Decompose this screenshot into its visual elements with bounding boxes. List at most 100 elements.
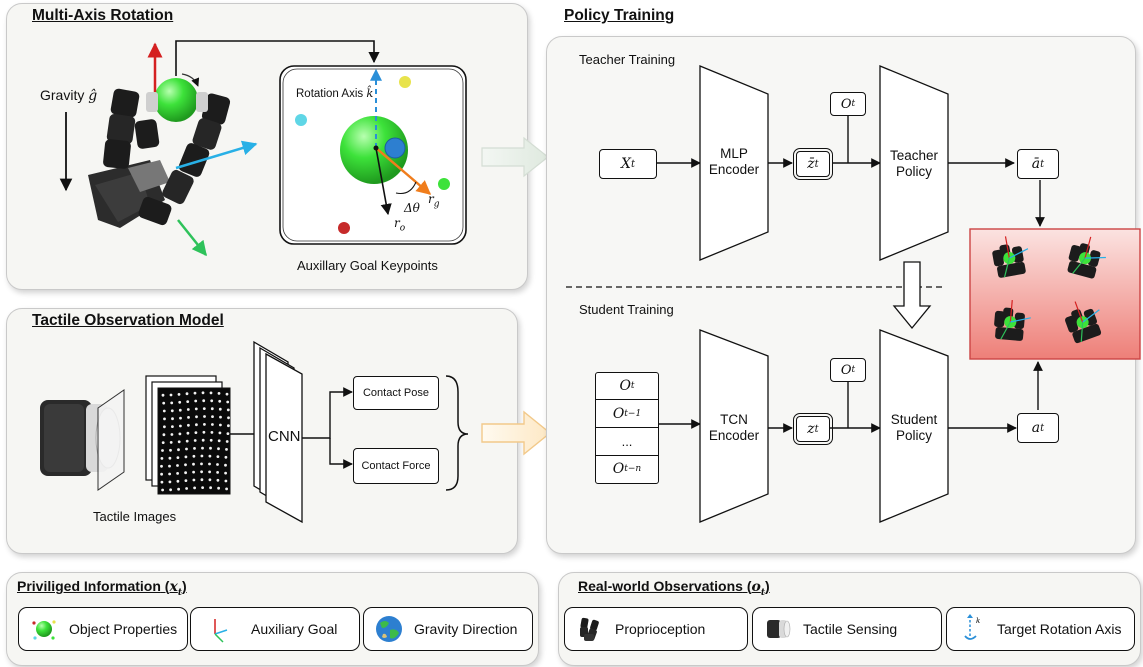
red-keypoint	[338, 222, 350, 234]
cnn-to-contact-pose-arrow	[302, 387, 353, 439]
tactile-dot	[185, 392, 189, 396]
real-world-title: Real-world Observations (ot)	[578, 578, 770, 598]
tactile-dot-pattern	[160, 391, 230, 492]
tactile-dot	[226, 400, 230, 404]
tactile-dot	[200, 454, 204, 458]
rollout-hand-thumbnail	[992, 236, 1029, 278]
multi-axis-rotation-title: Multi-Axis Rotation	[32, 7, 174, 24]
tactile-dot	[171, 425, 174, 428]
tactile-dot	[161, 441, 165, 444]
tactile-dot	[185, 447, 188, 451]
student-policy-shape	[879, 329, 949, 523]
multi-axis-to-policy-arrow	[481, 136, 549, 178]
tactile-dot	[219, 423, 222, 427]
tactile-dot	[194, 407, 198, 411]
tactile-dot	[216, 463, 219, 466]
tactile-dot	[176, 479, 180, 483]
tactile-dot	[218, 407, 222, 411]
tactile-dot	[224, 471, 228, 475]
tactile-dot	[224, 479, 228, 483]
tactile-dot	[168, 480, 172, 484]
tactile-dot	[169, 488, 173, 492]
tactile-dot	[225, 440, 229, 443]
tactile-dot	[161, 488, 165, 492]
tactile-dot	[225, 448, 228, 451]
tactile-dot	[160, 472, 164, 476]
contact-force-box: Contact Force	[353, 448, 439, 484]
tactile-dot	[176, 456, 180, 459]
tactile-dot	[177, 448, 180, 452]
tcn-encoder-shape	[699, 329, 769, 523]
tactile-dot	[202, 407, 206, 410]
legend-gravity-direction: Gravity Direction	[363, 607, 533, 651]
tactile-dot	[195, 415, 198, 419]
robot-hand-icon	[580, 617, 599, 641]
tactile-dot	[177, 393, 181, 396]
tactile-dot	[169, 393, 173, 397]
rotation-axis-label: Rotation Axis k̂	[296, 86, 374, 100]
svg-text:k: k	[976, 617, 980, 625]
tactile-sensor-illustration	[40, 389, 125, 491]
student-policy-label: Student Policy	[890, 412, 938, 443]
tactile-dot	[170, 433, 174, 436]
tactile-dot	[170, 409, 174, 413]
tactile-dot	[195, 423, 198, 427]
tactile-dot	[193, 439, 197, 442]
tactile-dot	[200, 470, 204, 474]
tactile-dot	[193, 486, 197, 490]
tactile-dot	[179, 424, 182, 428]
tactile-dot	[210, 399, 214, 403]
tactile-dot	[218, 399, 222, 403]
tactile-sensor-icon	[767, 620, 791, 638]
tactile-dot	[184, 455, 188, 459]
teacher-training-label: Teacher Training	[579, 52, 676, 67]
tactile-dot	[224, 463, 227, 467]
tactile-dot	[185, 439, 189, 443]
tactile-dot	[192, 478, 196, 482]
green-sphere-icon	[32, 620, 56, 640]
privileged-title: Priviliged Information (xt)	[17, 578, 187, 598]
tactile-dot	[208, 462, 211, 466]
tactile-dot	[161, 393, 165, 397]
tactile-dot	[177, 487, 181, 491]
tactile-dot	[163, 417, 166, 421]
r-g-vector	[375, 147, 432, 195]
tactile-dot	[227, 424, 230, 428]
teacher-policy-label: Teacher Policy	[889, 148, 939, 179]
tactile-dot	[186, 400, 190, 403]
tactile-dot	[177, 440, 181, 444]
tactile-dot	[218, 431, 222, 435]
tactile-dot	[217, 486, 221, 490]
tactile-dot	[170, 401, 174, 405]
tactile-dot	[179, 416, 182, 420]
cnn-block	[253, 340, 303, 524]
tactile-dot	[211, 415, 214, 418]
tactile-dot	[217, 392, 221, 395]
robot-hand-illustration	[88, 73, 231, 228]
tactile-dot	[216, 471, 220, 474]
distillation-arrow	[892, 261, 932, 330]
tactile-dot	[160, 457, 164, 460]
tactile-observation-title: Tactile Observation Model	[32, 312, 224, 329]
tactile-images-stack	[145, 375, 231, 495]
tactile-dot	[186, 431, 190, 435]
yellow-keypoint	[399, 76, 411, 88]
tactile-dot	[178, 408, 182, 412]
earth-icon	[376, 616, 402, 642]
tactile-dot	[203, 423, 206, 426]
rollout-image	[969, 228, 1141, 360]
student-training-label: Student Training	[579, 302, 674, 317]
legend-proprioception: Proprioception	[564, 607, 748, 651]
tactile-dot	[162, 401, 166, 405]
mlp-encoder-shape	[699, 65, 769, 261]
cyan-axis-arrow	[175, 140, 258, 170]
tactile-dot	[209, 438, 213, 442]
